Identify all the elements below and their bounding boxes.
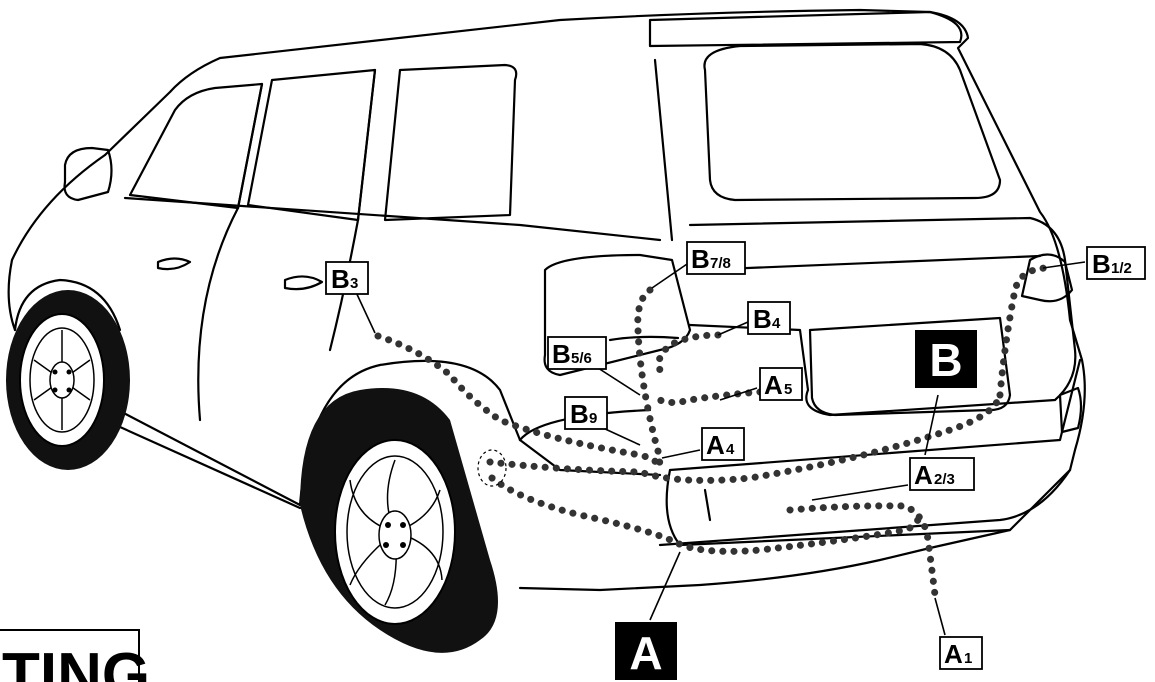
- harness-label-b-text: B: [929, 334, 962, 386]
- grommet-circle: [477, 449, 507, 487]
- tailgate-outline: [688, 216, 1077, 417]
- side-mirror: [63, 146, 113, 202]
- front-door-edge: [197, 206, 240, 422]
- harness-label-a-text: A: [629, 627, 662, 679]
- front-fender: [7, 153, 107, 332]
- door-handle-front: [156, 257, 192, 271]
- right-tail-light: [1020, 253, 1074, 303]
- bumper-side: [518, 438, 662, 477]
- front-wheel: [6, 290, 130, 470]
- harness-label-a: A: [615, 622, 677, 680]
- spoiler: [648, 10, 963, 48]
- label-b9-sub: 9: [589, 410, 597, 427]
- label-b12-main: B: [1092, 249, 1111, 279]
- right-reflector: [1058, 386, 1083, 434]
- front-door-window: [128, 82, 264, 210]
- rear-door-window: [246, 68, 377, 222]
- label-b56-sub: 5/6: [571, 350, 592, 367]
- quarter-panel-line: [518, 408, 652, 442]
- label-b3-main: B: [331, 264, 350, 294]
- label-b12-sub: 1/2: [1111, 260, 1132, 277]
- quarter-window: [383, 63, 518, 222]
- tailgate-upper-line: [698, 254, 1042, 272]
- harness-b78-run: [634, 286, 664, 474]
- label-a4: A 4: [701, 427, 745, 461]
- license-plate-recess: [808, 316, 1012, 417]
- leader-lines: [354, 261, 1086, 636]
- label-b12: B 1/2: [1086, 246, 1146, 280]
- label-a4-sub: 4: [726, 441, 735, 458]
- label-b78-sub: 7/8: [710, 255, 731, 272]
- label-a1-main: A: [944, 639, 963, 669]
- label-a5: A 5: [759, 367, 803, 401]
- rear-wheel: [300, 388, 498, 653]
- rear-window: [703, 42, 1002, 202]
- label-b56-main: B: [552, 339, 571, 369]
- body-lower: [518, 546, 932, 592]
- d-pillar: [653, 58, 674, 242]
- label-a1-sub: 1: [964, 650, 972, 667]
- door-handle-rear: [283, 275, 324, 291]
- label-a5-sub: 5: [784, 381, 792, 398]
- bumper-groove: [703, 488, 712, 522]
- label-a4-main: A: [706, 430, 725, 460]
- harness-label-b: B: [915, 330, 977, 388]
- label-b3-sub: 3: [350, 275, 358, 292]
- window-frame-line: [236, 68, 377, 222]
- label-a1: A 1: [939, 636, 983, 670]
- label-b3: B 3: [325, 261, 369, 295]
- vehicle-outline: [7, 8, 1086, 592]
- harness-a23-run: [786, 502, 939, 599]
- left-tail-light-inner: [608, 335, 680, 342]
- bumper-lower: [658, 468, 1072, 547]
- label-a23: A 2/3: [909, 457, 975, 491]
- harness-b12-run: [996, 264, 1049, 399]
- harness-b-main-run: [486, 391, 1004, 484]
- front-wheel-arch: [13, 278, 122, 332]
- label-a5-main: A: [764, 370, 783, 400]
- corner-title-text: TING: [2, 641, 150, 682]
- harness-a5-run: [656, 388, 764, 406]
- label-a23-sub: 2/3: [934, 471, 955, 488]
- label-b4: B 4: [747, 301, 791, 335]
- corner-title-box: TING: [0, 629, 150, 682]
- harness-b4-run: [655, 331, 722, 374]
- label-a23-main: A: [914, 460, 933, 490]
- harness-a-main-run: [488, 474, 924, 555]
- label-b56: B 5/6: [547, 336, 607, 370]
- label-b9-main: B: [570, 399, 589, 429]
- label-b4-main: B: [753, 304, 772, 334]
- label-b9: B 9: [564, 396, 608, 430]
- label-b78-main: B: [691, 244, 710, 274]
- label-b4-sub: 4: [772, 315, 781, 332]
- harness-b3-run: [374, 332, 664, 474]
- label-b78: B 7/8: [686, 241, 746, 275]
- roof-line: [103, 8, 1086, 550]
